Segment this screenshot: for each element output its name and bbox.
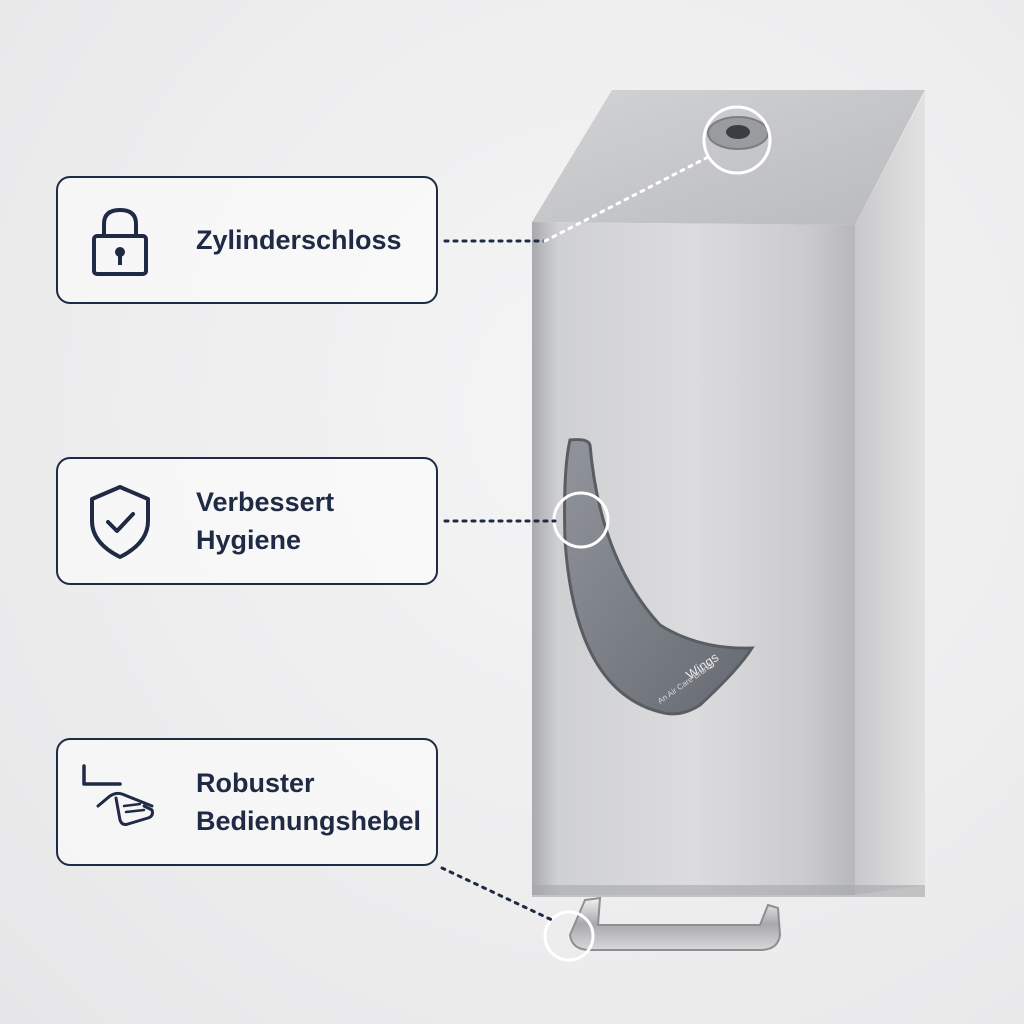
shield-check-icon	[90, 485, 150, 559]
feature-text-lever-1: Robuster	[196, 768, 315, 798]
callout-circle-lock	[702, 105, 772, 175]
feature-text-lock: Zylinderschloss	[196, 225, 402, 255]
feature-card-lock: Zylinderschloss	[56, 176, 438, 304]
feature-card-hygiene: Verbessert Hygiene	[56, 457, 438, 585]
hand-lever-icon	[82, 764, 154, 826]
feature-text-hygiene-2: Hygiene	[196, 525, 302, 555]
feature-label-hygiene: Verbessert Hygiene	[196, 483, 424, 559]
feature-text-hygiene-1: Verbessert	[196, 487, 335, 517]
callout-circle-lever	[543, 910, 595, 962]
feature-label-lever: Robuster Bedienungshebel	[196, 764, 424, 840]
lever-handle	[568, 896, 782, 951]
feature-text-lever-2: Bedienungshebel	[196, 806, 422, 836]
feature-card-lever: Robuster Bedienungshebel	[56, 738, 438, 866]
padlock-icon	[92, 207, 148, 276]
refill-window	[563, 438, 755, 716]
feature-label-lock: Zylinderschloss	[196, 221, 424, 259]
